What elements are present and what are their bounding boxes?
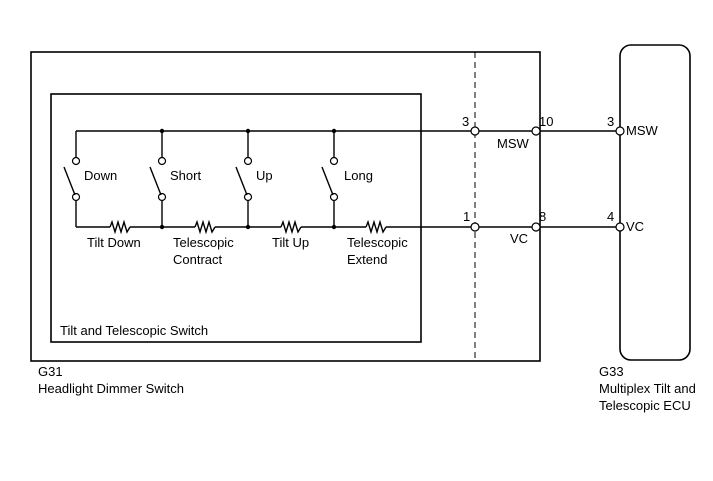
g33-name-line-2: Telescopic ECU xyxy=(599,398,691,413)
g31-signal-vc: VC xyxy=(510,231,528,246)
resistor-tilt-down xyxy=(109,219,131,235)
g31-name: Headlight Dimmer Switch xyxy=(38,381,184,396)
pin-g31-inner-1: 1 xyxy=(463,209,470,224)
g33-code: G33 xyxy=(599,364,624,379)
pin-g33-4: 4 xyxy=(607,209,614,224)
resistor-telescopic-contract-label-2: Contract xyxy=(173,252,223,267)
switch-legs xyxy=(161,131,335,227)
g33-signal-msw: MSW xyxy=(626,123,659,138)
tilt-telescopic-switch-box xyxy=(50,93,422,343)
resistor-tilt-up xyxy=(280,219,302,235)
switch-up xyxy=(235,156,253,202)
pin-g31-outer-10: 10 xyxy=(539,114,553,129)
pin-g33-3: 3 xyxy=(607,114,614,129)
g31-signal-msw: MSW xyxy=(497,136,530,151)
terminal-g31-inner-1 xyxy=(470,222,480,232)
resistor-telescopic-extend-label-2: Extend xyxy=(347,252,387,267)
terminal-g33-3 xyxy=(615,126,625,136)
switch-long xyxy=(321,156,339,202)
resistor-telescopic-extend-label-1: Telescopic xyxy=(347,235,408,250)
switch-down-label: Down xyxy=(84,168,117,183)
tilt-telescopic-switch-label: Tilt and Telescopic Switch xyxy=(60,323,208,338)
resistor-telescopic-contract xyxy=(194,219,216,235)
switch-long-label: Long xyxy=(344,168,373,183)
g33-signal-vc: VC xyxy=(626,219,644,234)
resistor-telescopic-extend xyxy=(365,219,387,235)
resistor-telescopic-contract-label-1: Telescopic xyxy=(173,235,234,250)
terminal-g31-inner-3 xyxy=(470,126,480,136)
terminal-g31-outer-8 xyxy=(531,222,541,232)
junction-dots xyxy=(159,128,337,230)
switch-short xyxy=(149,156,167,202)
switch-short-label: Short xyxy=(170,168,201,183)
resistor-tilt-down-label: Tilt Down xyxy=(87,235,141,250)
switch-up-label: Up xyxy=(256,168,273,183)
pin-g31-inner-3: 3 xyxy=(462,114,469,129)
g31-code: G31 xyxy=(38,364,63,379)
terminal-g33-4 xyxy=(615,222,625,232)
msw-wire xyxy=(75,130,616,157)
pin-g31-outer-8: 8 xyxy=(539,209,546,224)
switch-down xyxy=(63,156,81,202)
headlight-dimmer-switch-box xyxy=(30,51,541,362)
ecu-box xyxy=(619,44,691,361)
terminal-g31-outer-10 xyxy=(531,126,541,136)
g33-name-line-1: Multiplex Tilt and xyxy=(599,381,696,396)
resistor-tilt-up-label: Tilt Up xyxy=(272,235,309,250)
